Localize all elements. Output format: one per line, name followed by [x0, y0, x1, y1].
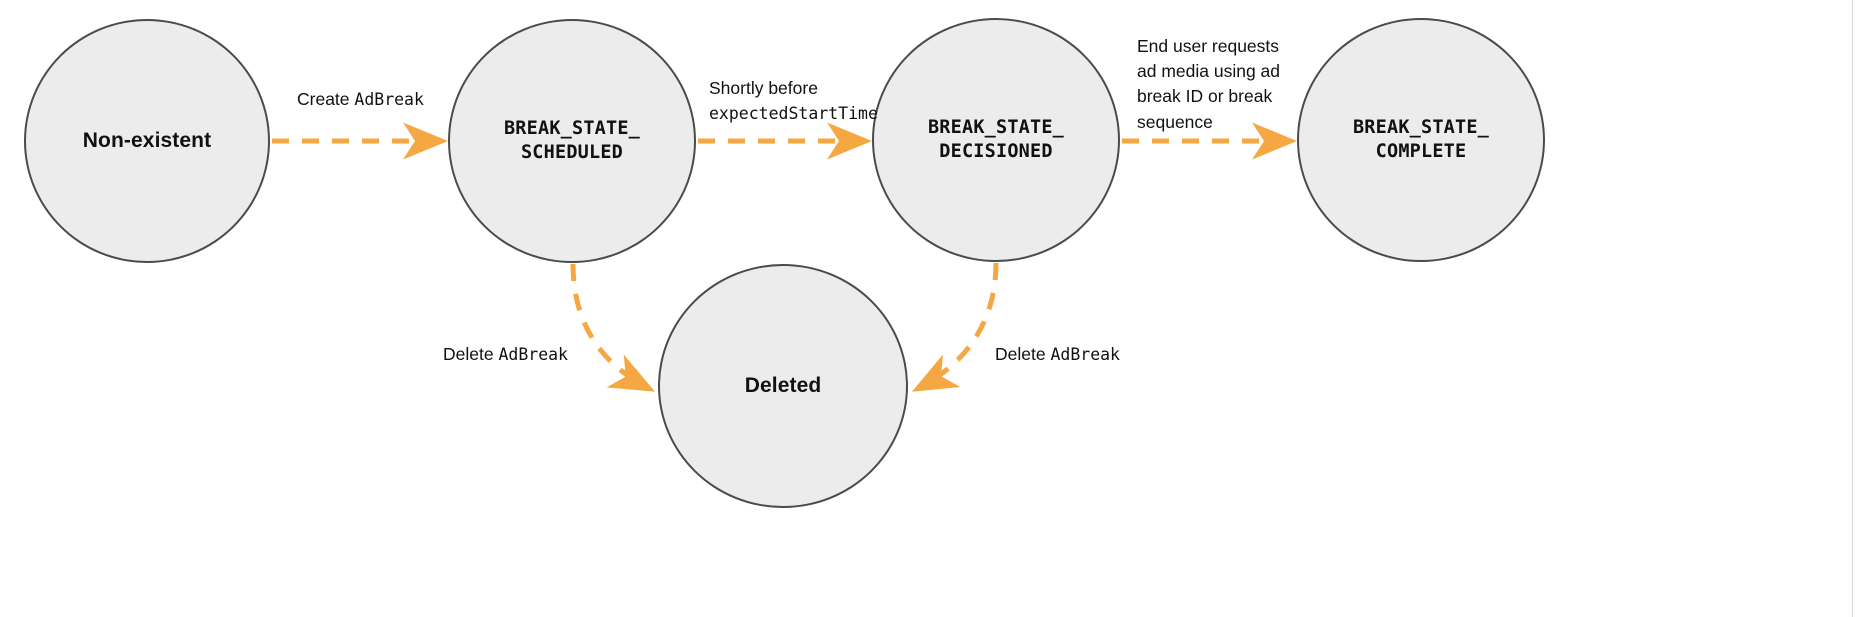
edge-label-text: Create	[297, 89, 355, 109]
edge-label-text: Delete	[443, 344, 499, 364]
edge-label-code: expectedStartTime	[709, 104, 878, 124]
edge-delete-adbreak-from-scheduled	[570, 263, 656, 392]
edge-label-code: AdBreak	[1050, 345, 1120, 364]
node-label: Deleted	[744, 374, 822, 398]
node-label: BREAK_STATE_ COMPLETE	[1352, 116, 1490, 162]
node-non-existent[interactable]: Non-existent	[24, 19, 270, 263]
edge-label-create-adbreak: Create AdBreak	[297, 87, 424, 112]
edge-label-delete-adbreak-from-decisioned: Delete AdBreak	[995, 342, 1120, 367]
edge-label-text: Shortly before	[709, 78, 818, 98]
page-right-edge	[1852, 0, 1853, 617]
node-break-state-complete[interactable]: BREAK_STATE_ COMPLETE	[1297, 18, 1545, 262]
node-deleted[interactable]: Deleted	[658, 264, 908, 508]
node-label: BREAK_STATE_ SCHEDULED	[503, 117, 641, 163]
node-label: Non-existent	[82, 129, 212, 153]
edge-label-end-user-requests-ad-media: End user requests ad media using ad brea…	[1137, 36, 1281, 132]
node-break-state-scheduled[interactable]: BREAK_STATE_ SCHEDULED	[448, 19, 696, 263]
node-break-state-decisioned[interactable]: BREAK_STATE_ DECISIONED	[872, 18, 1120, 262]
edge-label-code: AdBreak	[354, 90, 424, 109]
edge-label-delete-adbreak-from-scheduled: Delete AdBreak	[443, 342, 568, 367]
node-label: BREAK_STATE_ DECISIONED	[927, 116, 1065, 162]
edge-delete-adbreak-from-decisioned	[911, 262, 999, 392]
edge-label-code: AdBreak	[498, 345, 568, 364]
edge-label-text: Delete	[995, 344, 1051, 364]
edge-label-shortly-before-expected-start-time: Shortly before expectedStartTime	[709, 76, 878, 126]
